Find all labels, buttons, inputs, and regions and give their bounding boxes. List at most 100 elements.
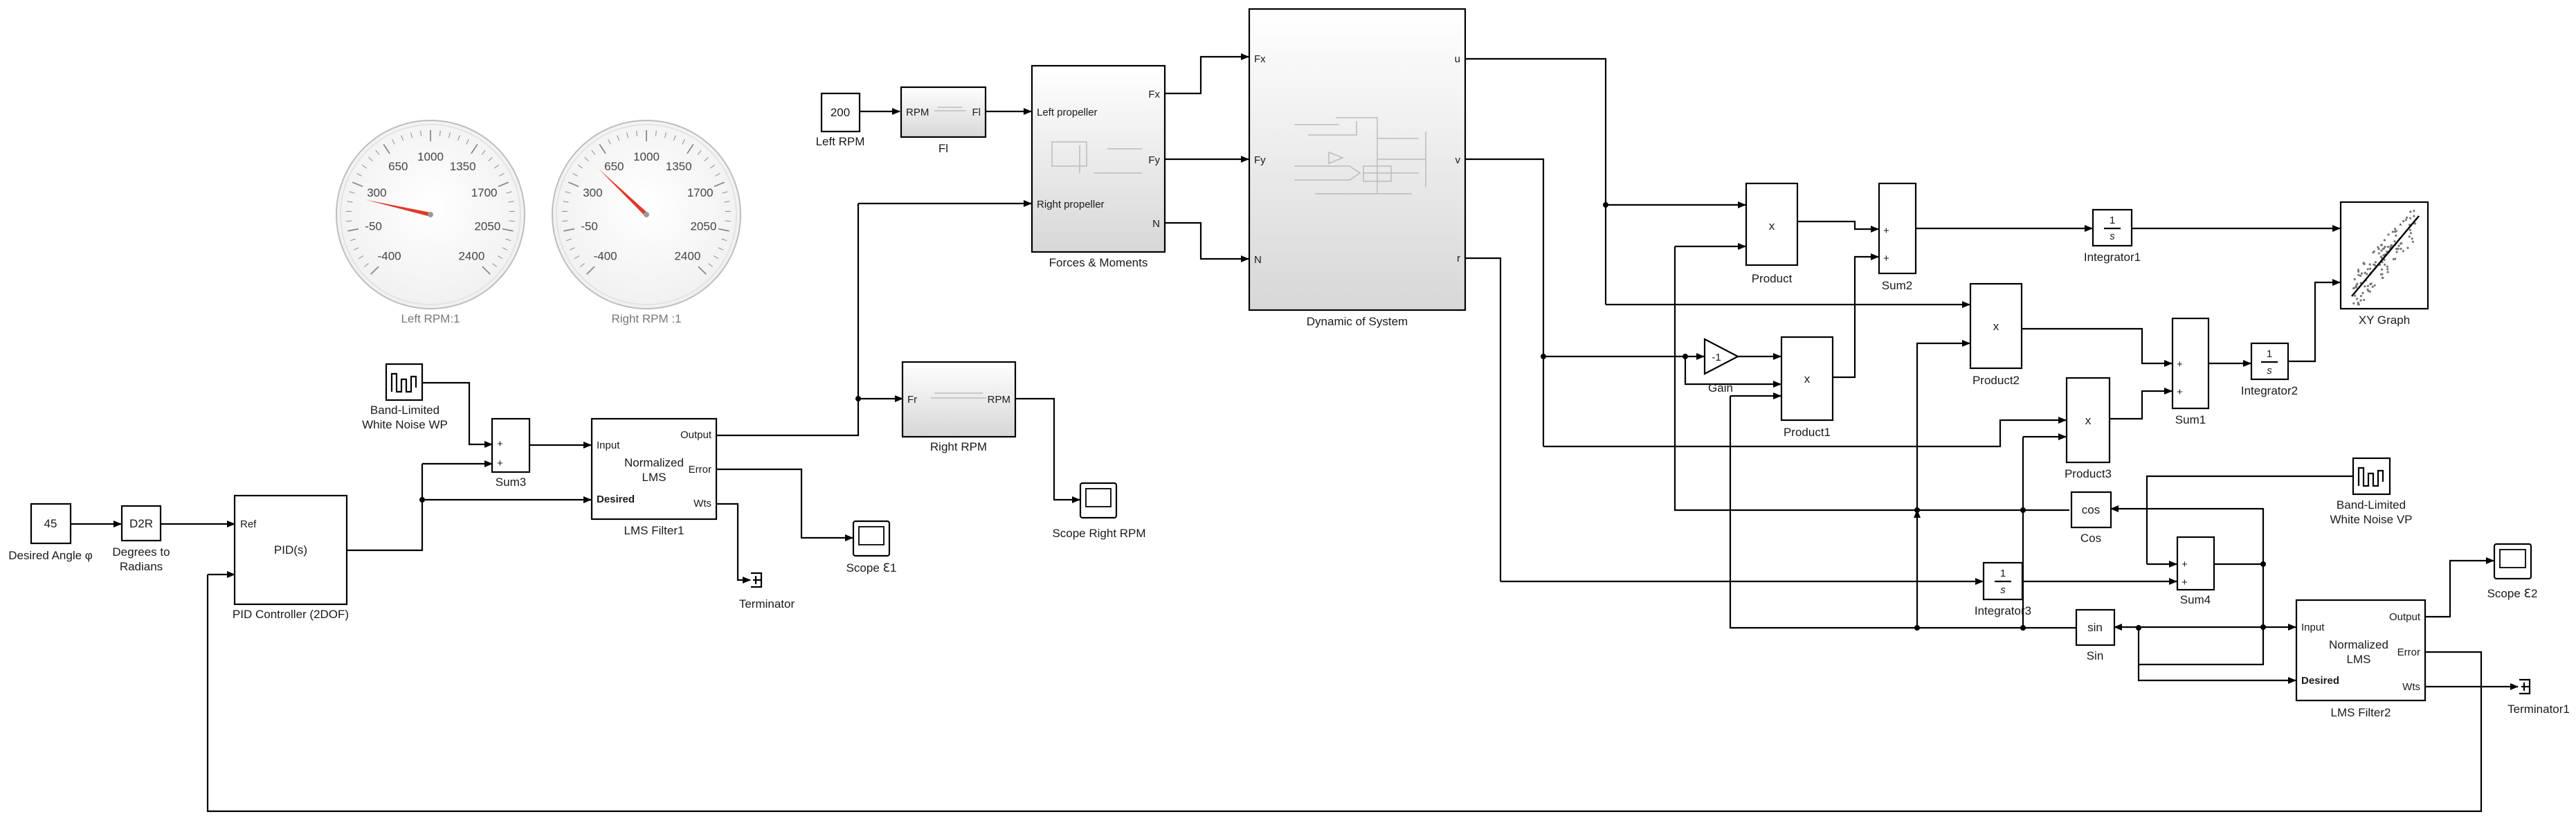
product2-block[interactable]: x Product2 [1969, 282, 2023, 387]
scope-e1-block[interactable]: Scope ℇ1 [846, 520, 897, 575]
scatter-point [2386, 251, 2388, 253]
scatter-point [2383, 239, 2386, 242]
product2-label: Product2 [1972, 374, 2020, 387]
lms-filter1-block[interactable]: Input Desired Normalized LMS Output Erro… [590, 417, 718, 537]
xy-graph-block[interactable]: XY Graph [2339, 201, 2429, 327]
scatter-point [2362, 262, 2365, 264]
integrator1-block[interactable]: 1 s Integrator1 [2084, 208, 2141, 264]
scatter-point [2381, 273, 2384, 275]
scope-right-rpm-label: Scope Right RPM [1052, 527, 1145, 540]
scatter-point [2357, 303, 2360, 306]
scatter-point [2357, 270, 2360, 273]
scatter-point [2359, 295, 2363, 298]
product-label: Product [1752, 272, 1793, 285]
gauge-tick-label: 300 [583, 186, 602, 199]
sum4-label: Sum4 [2180, 593, 2211, 606]
scatter-point [2374, 264, 2377, 266]
lms-filter2-block[interactable]: Input Desired Normalized LMS Output Erro… [2295, 599, 2427, 719]
scatter-point [2374, 261, 2377, 264]
svg-text:Normalized: Normalized [624, 456, 684, 469]
gauge-tick-label: 1700 [471, 186, 498, 199]
left-rpm-constant[interactable]: 200 Left RPM [816, 92, 865, 148]
svg-text:Wts: Wts [2402, 681, 2420, 693]
scope-right-rpm-block[interactable]: Scope Right RPM [1052, 482, 1146, 540]
svg-text:Left propeller: Left propeller [1037, 107, 1098, 118]
desired-angle-constant[interactable]: 45 Desired Angle φ [8, 503, 93, 562]
integrator3-block[interactable]: 1 s Integrator3 [1975, 561, 2031, 617]
scatter-point [2387, 233, 2390, 236]
sum4-block[interactable]: + + Sum4 [2176, 536, 2215, 606]
scatter-point [2395, 234, 2397, 237]
scatter-point [2360, 272, 2364, 275]
svg-text:RPM: RPM [988, 394, 1010, 406]
svg-text:1: 1 [2267, 348, 2272, 360]
terminator1-block[interactable]: Terminator1 [2507, 678, 2570, 716]
scatter-point [2368, 290, 2372, 293]
scatter-point [2366, 284, 2369, 287]
sin-block[interactable]: sin Sin [2075, 608, 2116, 662]
svg-text:Fr: Fr [907, 394, 917, 406]
product1-block[interactable]: x Product1 [1780, 336, 1834, 439]
gauge-tick-label: -400 [378, 249, 401, 262]
scatter-point [2369, 267, 2372, 270]
gauge-tick-label: 1350 [666, 160, 692, 173]
terminator-block[interactable]: Terminator [739, 572, 795, 611]
scatter-point [2357, 302, 2359, 305]
xy-graph-label: XY Graph [2359, 314, 2410, 327]
svg-text:Desired: Desired [597, 494, 635, 505]
gauge-tick-label: 650 [604, 160, 624, 173]
degrees-to-radians-block[interactable]: D2R Degrees to Radians [112, 505, 170, 573]
product3-block[interactable]: x Product3 [2065, 377, 2112, 480]
scatter-point [2366, 273, 2368, 275]
scatter-point [2395, 251, 2398, 253]
pid-label: PID Controller (2DOF) [233, 608, 349, 621]
sum2-block[interactable]: + + Sum2 [1878, 182, 1917, 292]
svg-text:1: 1 [2110, 215, 2115, 226]
svg-text:+: + [2177, 359, 2183, 370]
scatter-point [2380, 268, 2384, 271]
dynamic-of-system-subsystem[interactable]: Fx Fy N u v r Dynamic of System [1248, 8, 1467, 328]
svg-text:Input: Input [2301, 622, 2325, 633]
pid-controller-block[interactable]: Ref PID(s) PID Controller (2DOF) [233, 494, 349, 621]
svg-text:Output: Output [2389, 611, 2421, 623]
svg-text:Right propeller: Right propeller [1037, 199, 1105, 210]
svg-text:x: x [1993, 320, 1999, 333]
right-rpm-subsystem-block[interactable]: Fr RPM Right RPM [901, 361, 1017, 453]
gauge-tick-label: -50 [581, 219, 598, 233]
fl-subsystem-block[interactable]: RPM Fl Fl [900, 86, 987, 155]
scatter-point [2353, 278, 2356, 280]
gauge-label: Right RPM :1 [611, 312, 681, 325]
svg-text:D2R: D2R [129, 517, 153, 530]
svg-text:Fy: Fy [1148, 154, 1160, 166]
forces-moments-subsystem[interactable]: Left propeller Right propeller Fx Fy N F… [1031, 64, 1166, 269]
lms-filter2-label: LMS Filter2 [2331, 706, 2391, 719]
svg-text:+: + [497, 458, 503, 469]
scatter-point [2402, 220, 2405, 223]
svg-text:+: + [1883, 253, 1889, 264]
gain-label: Gain [1708, 381, 1733, 395]
gauge-tick-label: 300 [367, 186, 386, 199]
integrator2-block[interactable]: 1 s Integrator2 [2241, 342, 2298, 397]
noise-wp-block[interactable]: Band-Limited White Noise WP [362, 363, 448, 431]
svg-text:Output: Output [680, 429, 712, 441]
d2r-label-1: Degrees to [112, 545, 170, 559]
cos-block[interactable]: cos Cos [2070, 491, 2112, 545]
svg-text:200: 200 [831, 106, 850, 119]
svg-text:s: s [2110, 230, 2115, 242]
product-block[interactable]: x Product [1745, 182, 1799, 285]
sum3-block[interactable]: + + Sum3 [491, 417, 531, 489]
scatter-point [2392, 257, 2395, 261]
scatter-point [2397, 244, 2400, 247]
svg-text:cos: cos [2082, 503, 2100, 516]
gain-block[interactable]: -1 Gain [1703, 338, 1740, 395]
gauge-tick-label: 1000 [417, 150, 444, 163]
scatter-point [2366, 268, 2369, 271]
scatter-point [2393, 240, 2396, 243]
scope-e2-block[interactable]: Scope ℇ2 [2487, 543, 2538, 600]
scatter-point [2409, 217, 2412, 219]
scatter-point [2377, 252, 2380, 255]
noise-vp-block[interactable]: Band-Limited White Noise VP [2330, 457, 2413, 526]
noise-wp-label-2: White Noise WP [362, 418, 448, 431]
sum1-block[interactable]: + + Sum1 [2171, 317, 2210, 426]
svg-text:45: 45 [44, 517, 57, 530]
